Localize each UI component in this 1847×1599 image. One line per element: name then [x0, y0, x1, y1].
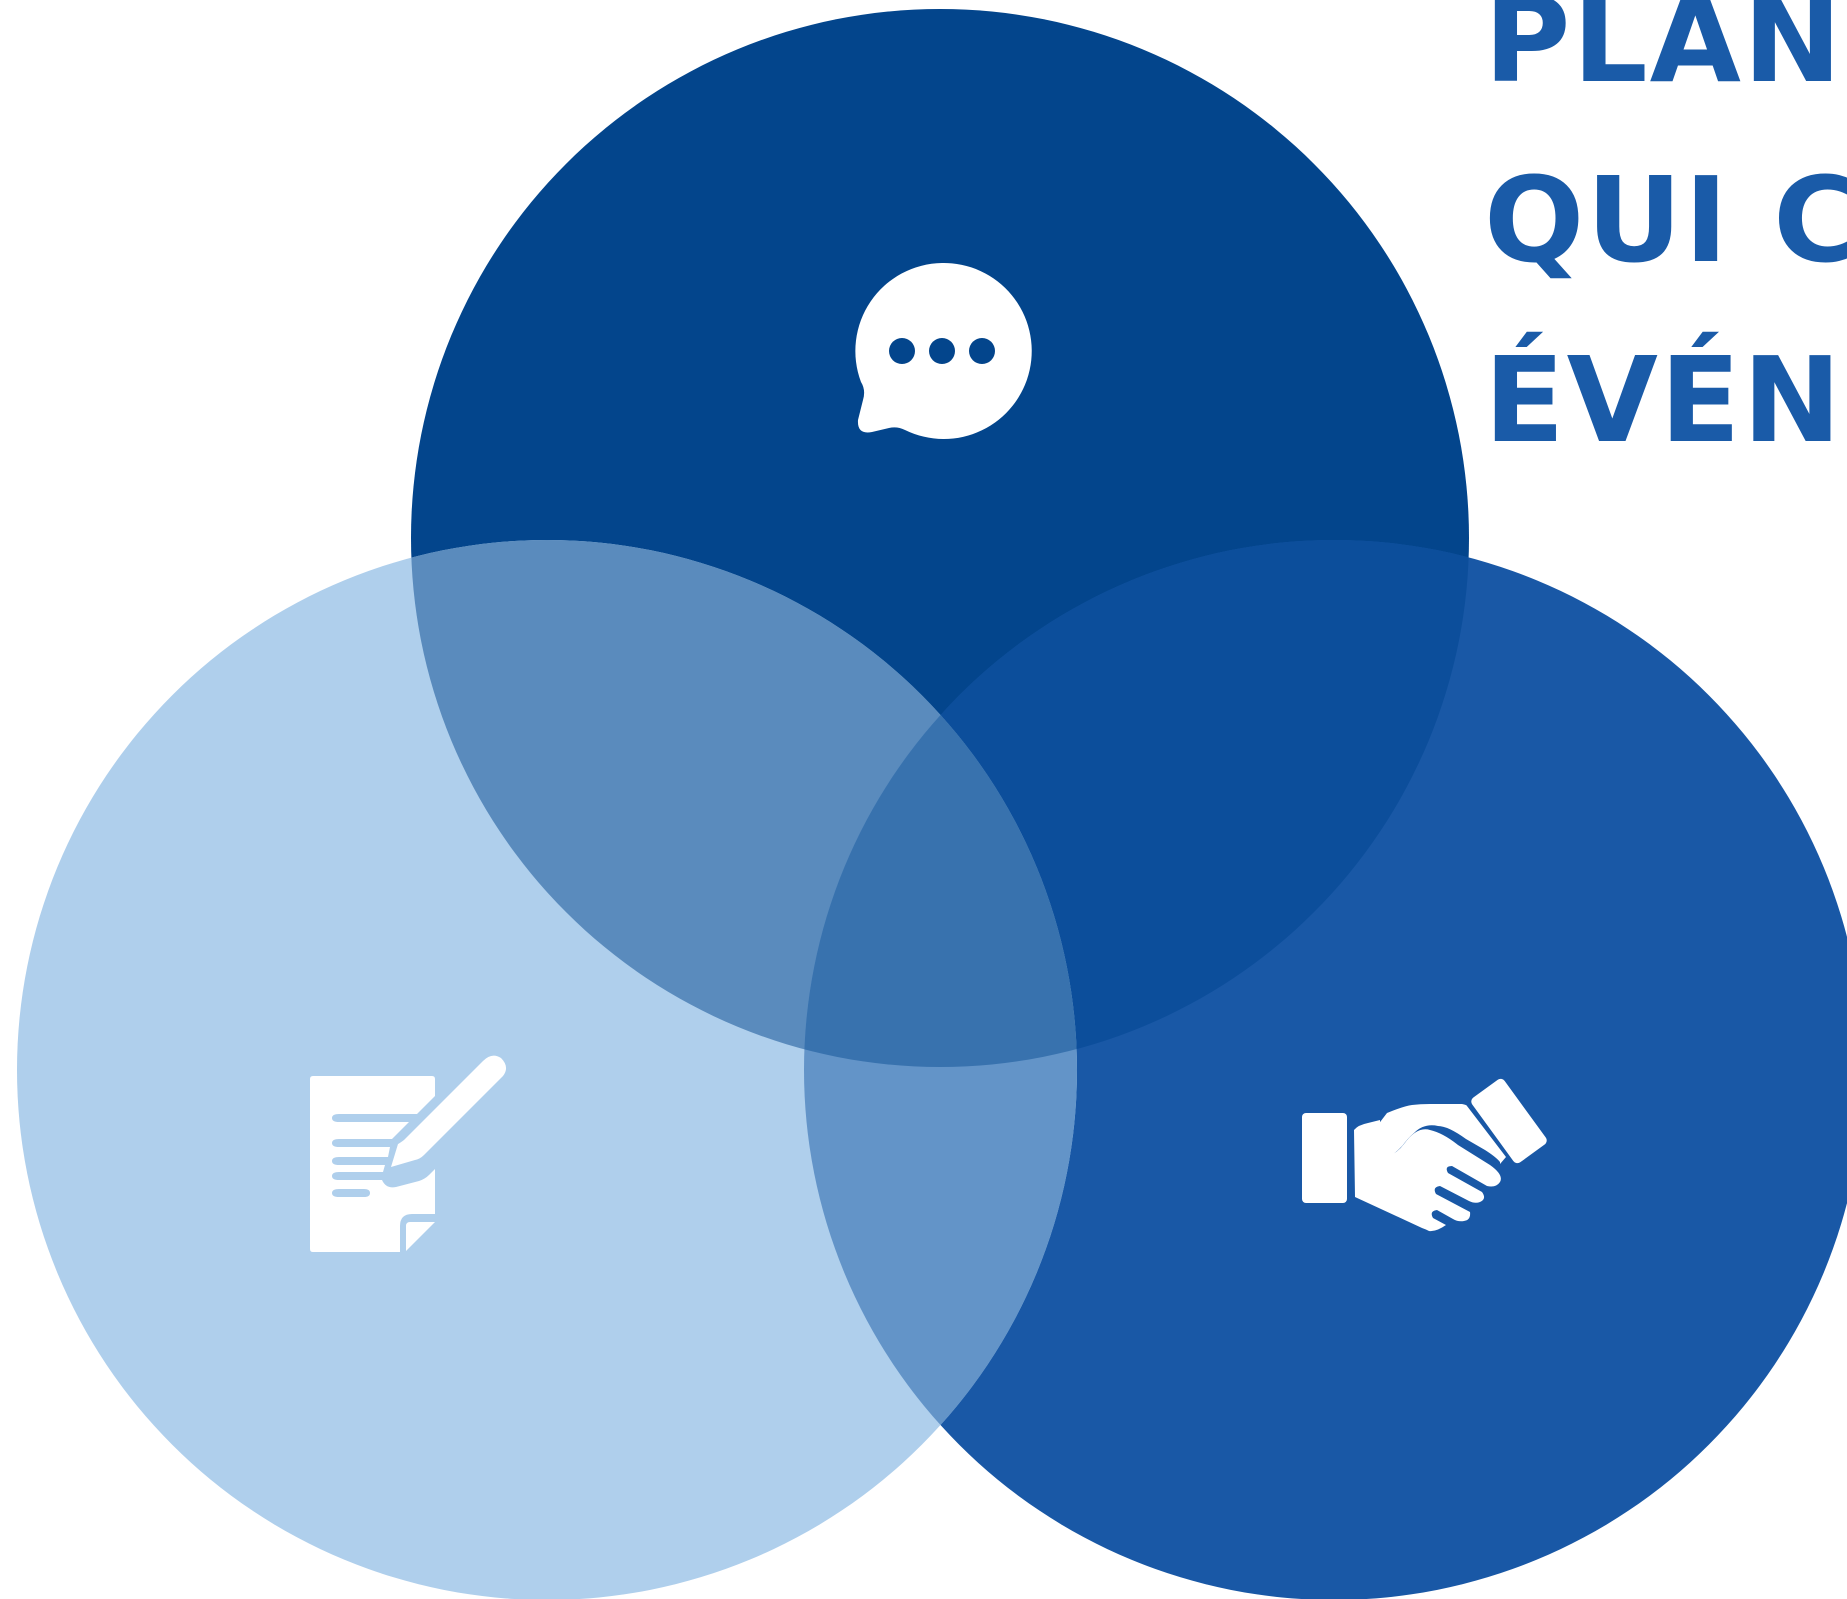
- heading-line-1: PLAN: [1484, 0, 1844, 109]
- document-pen-icon: [310, 1055, 507, 1252]
- overlap-top-left: [411, 540, 1077, 1067]
- page-heading: PLAN QUI C ÉVÉN: [1484, 0, 1847, 490]
- handshake-icon: [1302, 1078, 1547, 1232]
- heading-line-3: ÉVÉN: [1484, 331, 1844, 469]
- heading-line-2: QUI C: [1484, 151, 1847, 289]
- overlap-top-right: [804, 540, 1469, 1067]
- chat-bubble-icon: [855, 262, 1032, 439]
